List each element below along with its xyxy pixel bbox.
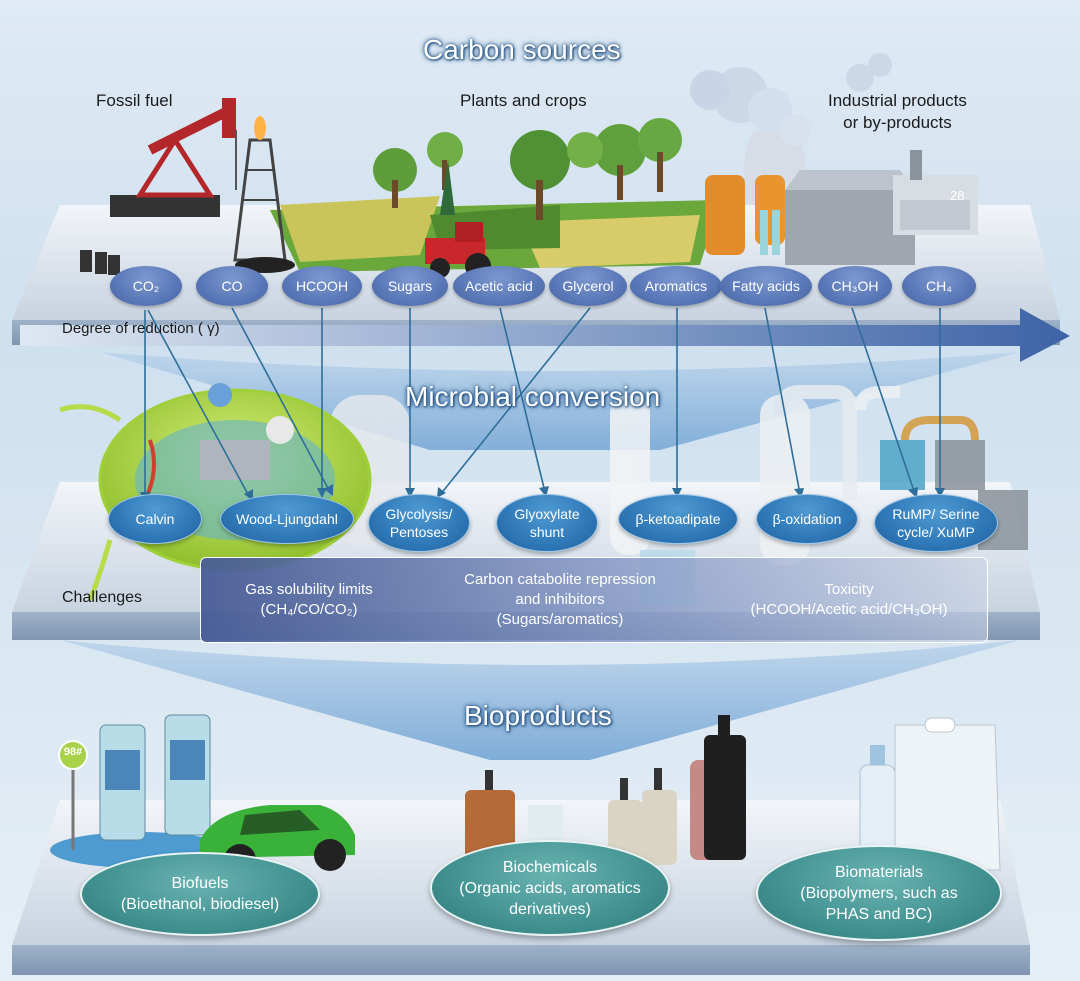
challenges-box (200, 557, 988, 643)
pathway-wood-ljungdahl: Wood-Ljungdahl (220, 494, 354, 544)
title-bioproducts: Bioproducts (464, 700, 612, 731)
challenge-gas-solubility: Gas solubility limits (CH₄/CO/CO₂) (245, 581, 373, 618)
pathway-glycolysis-pentoses: Glycolysis/ Pentoses (368, 494, 470, 552)
substrate-acetic-acid: Acetic acid (453, 266, 545, 306)
conversion-arrows (140, 307, 945, 502)
substrate-co: CO (196, 266, 268, 306)
substrate-aromatics: Aromatics (630, 266, 722, 306)
bioplastics (859, 717, 1001, 871)
challenge-catabolite-repression: Carbon catabolite repression and inhibit… (464, 571, 656, 628)
pathway-rump-serine-xump: RuMP/ Serine cycle/ XuMP (874, 494, 998, 552)
substrate-co2: CO₂ (110, 266, 182, 306)
reduction-axis-arrow (20, 308, 1070, 362)
pathway-glyoxylate-shunt: Glyoxylate shunt (496, 494, 598, 552)
product-biomaterials: Biomaterials (Biopolymers, such as PHAS … (756, 845, 1002, 941)
substrate-glycerol: Glycerol (549, 266, 627, 306)
group-industrial: Industrial products or by-products (828, 91, 967, 132)
substrate-ch3oh: CH₃OH (818, 266, 892, 306)
challenge-toxicity: Toxicity (HCOOH/Acetic acid/CH₃OH) (750, 581, 948, 618)
trees (373, 118, 682, 220)
substrate-sugars: Sugars (372, 266, 448, 306)
fuel-station (50, 714, 230, 868)
building-number: 28 (950, 188, 965, 203)
group-plants-crops: Plants and crops (460, 91, 587, 110)
factory (690, 53, 978, 265)
challenges-label: Challenges (62, 589, 143, 606)
reduction-axis-label: Degree of reduction ( γ) (62, 320, 220, 337)
pathway-calvin: Calvin (108, 494, 202, 544)
group-fossil-fuel: Fossil fuel (96, 91, 173, 110)
substrate-hcooh: HCOOH (282, 266, 362, 306)
funnel-top (100, 352, 1020, 450)
pathway-beta-oxidation: β-oxidation (756, 494, 858, 544)
product-biochemicals: Biochemicals (Organic acids, aromatics d… (430, 840, 670, 936)
substrate-ch4: CH₄ (902, 266, 976, 306)
oil-pump (80, 98, 237, 275)
funnel-bottom (60, 640, 1020, 760)
pathway-beta-ketoadipate: β-ketoadipate (618, 494, 738, 544)
bottles (465, 715, 746, 865)
substrate-fatty-acids: Fatty acids (720, 266, 812, 306)
pump-sign-text: 98# (63, 746, 83, 758)
title-carbon-sources: Carbon sources (423, 34, 621, 65)
title-microbial-conversion: Microbial conversion (405, 381, 661, 412)
product-biofuels: Biofuels (Bioethanol, biodiesel) (80, 852, 320, 936)
